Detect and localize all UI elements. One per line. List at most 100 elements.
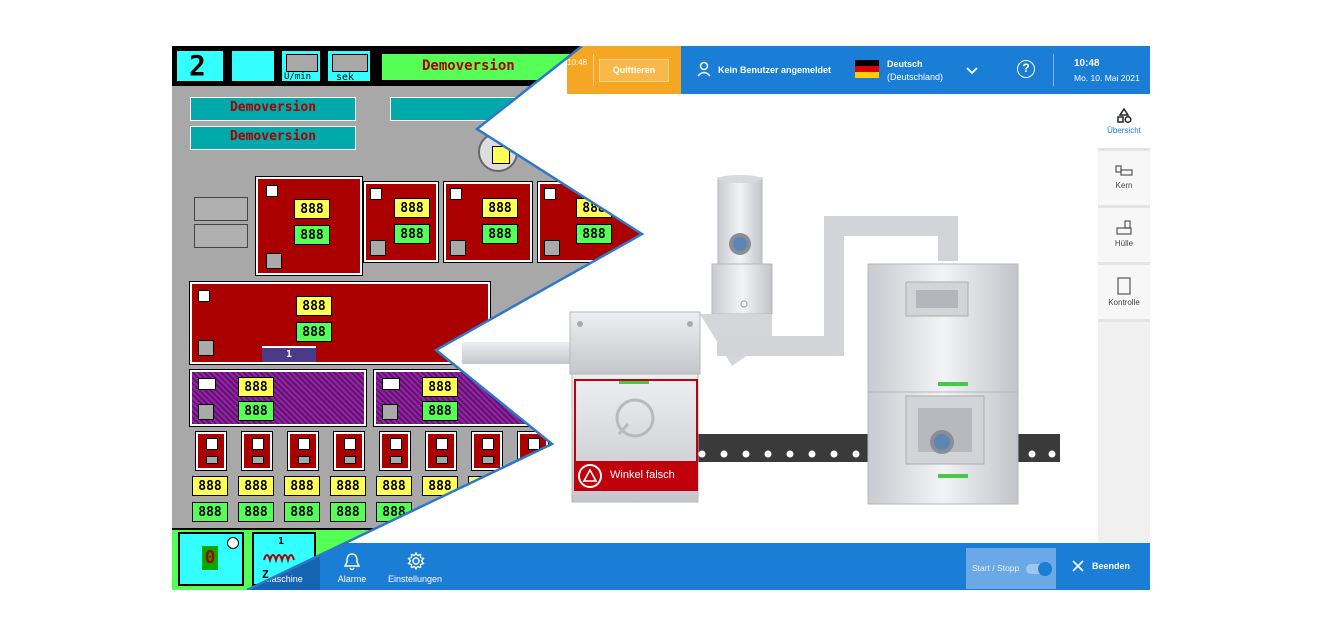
sidebar-item-overview[interactable]: Übersicht	[1098, 94, 1150, 151]
value-display: 888	[238, 476, 274, 496]
acknowledge-button[interactable]: Quittieren	[599, 59, 669, 82]
help-icon[interactable]: ?	[1017, 60, 1035, 78]
alarm-banner[interactable]: Winkel falsch	[574, 461, 698, 491]
unit-rpm: U/min	[284, 72, 312, 82]
small-unit	[379, 431, 411, 471]
status-square	[544, 240, 560, 256]
value-display: 888	[330, 502, 366, 522]
value-display: 888	[482, 224, 518, 244]
time-value-box	[332, 54, 368, 72]
value-display: 888	[576, 224, 612, 244]
sidebar-item-control[interactable]: Kontrolle	[1098, 265, 1150, 322]
value-display: 888	[294, 225, 330, 245]
language-region[interactable]: (Deutschland)	[887, 72, 944, 82]
small-unit	[195, 431, 227, 471]
exit-label: Beenden	[1092, 561, 1131, 571]
status-square	[266, 185, 278, 197]
value-display: 888	[296, 322, 332, 342]
sidebar: Übersicht Kern Hülle Kontrolle	[1098, 94, 1150, 543]
status-square	[266, 253, 282, 269]
sidebar-item-shell[interactable]: Hülle	[1098, 208, 1150, 265]
status-square	[252, 438, 264, 450]
module-panel: 888 888	[255, 176, 363, 276]
core-icon	[1115, 164, 1133, 178]
exit-button[interactable]: Beenden	[1068, 553, 1138, 579]
value-display: 888	[422, 401, 458, 421]
status-square	[198, 340, 214, 356]
divider	[1053, 54, 1054, 86]
heater-letter: Z	[262, 568, 269, 581]
value-display: 888	[296, 296, 332, 316]
time-field: sek	[326, 49, 372, 83]
status-value: 0	[202, 546, 218, 570]
sidebar-item-label: Kern	[1115, 181, 1133, 190]
sidebar-item-core[interactable]: Kern	[1098, 151, 1150, 208]
legacy-field-blank	[230, 49, 276, 83]
small-unit	[287, 431, 319, 471]
module-panel: 888 888	[443, 181, 533, 263]
value-display: 888	[284, 502, 320, 522]
chevron-down-icon[interactable]	[966, 63, 978, 81]
value-display: 888	[394, 224, 430, 244]
status-square	[528, 438, 540, 450]
status-square	[298, 438, 310, 450]
heater-coil-icon	[262, 548, 298, 569]
sidebar-item-label: Kontrolle	[1108, 298, 1140, 307]
clock-date: Mo. 10. Mai 2021	[1074, 73, 1140, 83]
status-square	[436, 456, 448, 464]
status-square	[482, 456, 494, 464]
status-square	[390, 456, 402, 464]
status-square	[344, 438, 356, 450]
value-display: 888	[422, 377, 458, 397]
status-square	[252, 456, 264, 464]
toggle-switch[interactable]	[1026, 562, 1052, 576]
module-panel: 888 888	[363, 181, 439, 263]
language-name[interactable]: Deutsch	[887, 59, 923, 69]
nav-settings[interactable]: Einstellungen	[386, 543, 444, 590]
legacy-input-blank	[194, 224, 248, 248]
nav-alarms[interactable]: Alarme	[330, 543, 374, 590]
status-square	[198, 290, 210, 302]
unit-sec: sek	[336, 72, 355, 83]
small-unit	[425, 431, 457, 471]
divider	[593, 54, 594, 86]
status-square	[450, 240, 466, 256]
status-square	[390, 438, 402, 450]
status-square	[544, 188, 556, 200]
value-display: 888	[330, 476, 366, 496]
status-display: 0	[178, 532, 244, 586]
sidebar-item-label: Hülle	[1114, 239, 1134, 248]
status-square	[298, 456, 310, 464]
gear-icon	[406, 551, 426, 576]
small-unit	[333, 431, 365, 471]
status-square	[370, 188, 382, 200]
start-stop-toggle[interactable]: Start / Stopp	[966, 548, 1056, 589]
value-display: 888	[238, 502, 274, 522]
value-display: 888	[238, 377, 274, 397]
status-square	[436, 438, 448, 450]
indicator-dot	[227, 537, 239, 549]
legacy-input-blank	[194, 197, 248, 221]
warning-icon	[578, 464, 602, 488]
shell-icon	[1115, 220, 1133, 236]
counter-value: 2	[189, 49, 206, 82]
value-display: 888	[294, 199, 330, 219]
sidebar-item-label: Übersicht	[1107, 126, 1141, 135]
status-square	[370, 240, 386, 256]
german-flag-icon[interactable]	[855, 60, 879, 78]
value-display: 888	[192, 476, 228, 496]
status-square	[382, 378, 400, 390]
value-display: 888	[284, 476, 320, 496]
position-marker: 1	[262, 346, 316, 362]
status-square	[382, 404, 398, 420]
nav-label: Alarme	[337, 574, 367, 584]
hmi-screen: Winkel falsch 10:48 Quittieren Kein Benu…	[172, 46, 1150, 590]
nav-label: Einstellungen	[387, 574, 443, 584]
status-square	[344, 456, 356, 464]
value-display: 888	[394, 198, 430, 218]
user-icon[interactable]	[697, 61, 711, 82]
counter-display: 2	[175, 49, 225, 83]
status-square	[450, 188, 462, 200]
user-label[interactable]: Kein Benutzer angemeldet	[718, 65, 832, 75]
demo-label: Demoversion	[190, 97, 356, 121]
